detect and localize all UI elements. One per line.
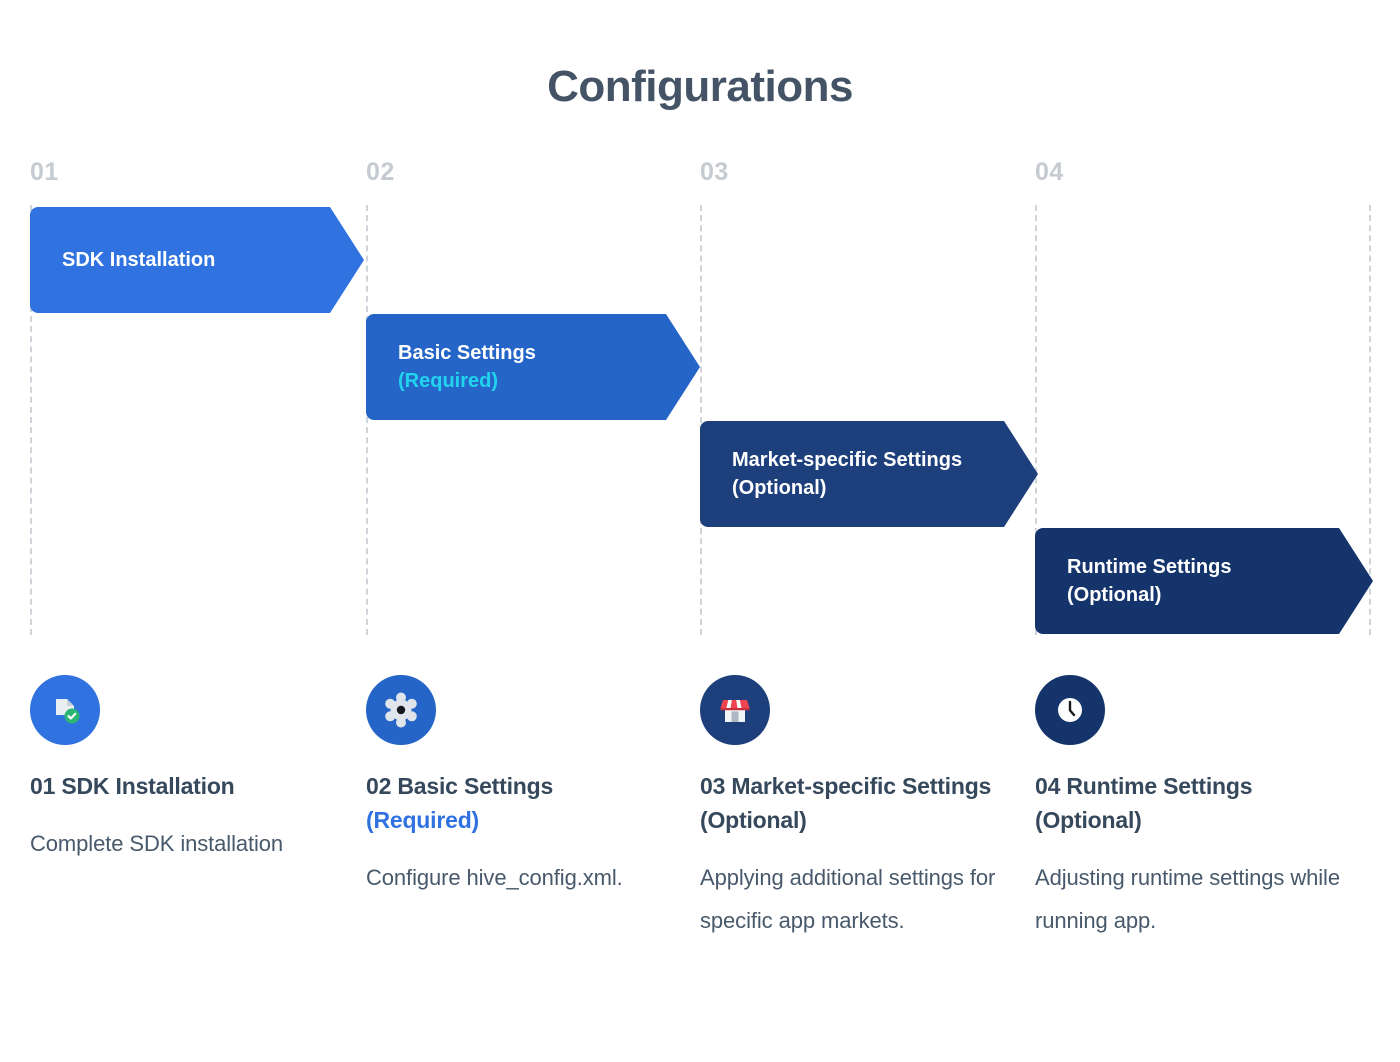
arrow-subtitle-04: (Optional) (1067, 584, 1162, 606)
card-body-02: Configure hive_config.xml. (366, 865, 623, 891)
step-number-03: 03 (700, 158, 729, 186)
arrow-title-04: Runtime Settings (1067, 555, 1232, 578)
arrow-label-03: Market-specific Settings (Optional) (700, 446, 962, 503)
card-step-03: 03 Market-specific Settings (Optional) A… (700, 675, 1010, 943)
card-title-04: 04 Runtime Settings (Optional) (1035, 769, 1345, 837)
card-step-04: 04 Runtime Settings (Optional) Adjusting… (1035, 675, 1345, 943)
card-body-04: Adjusting runtime settings while running… (1035, 865, 1340, 933)
gear-icon (366, 675, 436, 745)
arrow-subtitle-02: (Required) (398, 370, 498, 392)
card-title-02: 02 Basic Settings (Required) (366, 769, 676, 837)
guide-line-03 (700, 205, 702, 635)
card-body-03: Applying additional settings for specifi… (700, 865, 996, 933)
arrow-title-01: SDK Installation (62, 248, 216, 271)
card-title-main-01: 01 SDK Installation (30, 773, 235, 799)
page-title: Configurations (547, 62, 853, 111)
storefront-icon (700, 675, 770, 745)
arrow-step-01[interactable]: SDK Installation (30, 207, 364, 313)
guide-line-05 (1369, 205, 1371, 635)
step-number-02: 02 (366, 158, 395, 186)
card-step-02: 02 Basic Settings (Required) Configure h… (366, 675, 676, 900)
arrow-shape-03 (700, 421, 1038, 527)
card-title-main-02: 02 Basic Settings (366, 773, 554, 799)
arrow-step-03[interactable]: Market-specific Settings (Optional) (700, 421, 1038, 527)
arrow-label-04: Runtime Settings (Optional) (1035, 553, 1231, 610)
arrow-step-02[interactable]: Basic Settings (Required) (366, 314, 700, 420)
clock-icon (1035, 675, 1105, 745)
card-title-main-04: 04 Runtime Settings (Optional) (1035, 773, 1253, 834)
arrow-title-02: Basic Settings (398, 341, 536, 364)
step-number-01: 01 (30, 158, 59, 186)
guide-line-02 (366, 205, 368, 635)
card-body-01: Complete SDK installation (30, 831, 284, 857)
card-title-01: 01 SDK Installation (30, 769, 340, 803)
guide-line-04 (1035, 205, 1037, 635)
step-number-04: 04 (1035, 158, 1064, 186)
guide-line-01 (30, 205, 32, 635)
arrow-shape-01 (30, 207, 364, 313)
card-step-01: 01 SDK Installation Complete SDK install… (30, 675, 340, 866)
arrow-shape-04 (1035, 528, 1373, 634)
arrow-shape-02 (366, 314, 700, 420)
card-title-03: 03 Market-specific Settings (Optional) (700, 769, 1010, 837)
card-title-note-02: (Required) (366, 807, 480, 834)
card-title-main-03: 03 Market-specific Settings (Optional) (700, 773, 992, 834)
document-check-icon (30, 675, 100, 745)
arrow-label-02: Basic Settings (Required) (366, 339, 536, 396)
arrow-subtitle-03: (Optional) (732, 477, 827, 499)
arrow-label-01: SDK Installation (30, 246, 215, 274)
arrow-step-04[interactable]: Runtime Settings (Optional) (1035, 528, 1373, 634)
arrow-title-03: Market-specific Settings (732, 448, 963, 471)
